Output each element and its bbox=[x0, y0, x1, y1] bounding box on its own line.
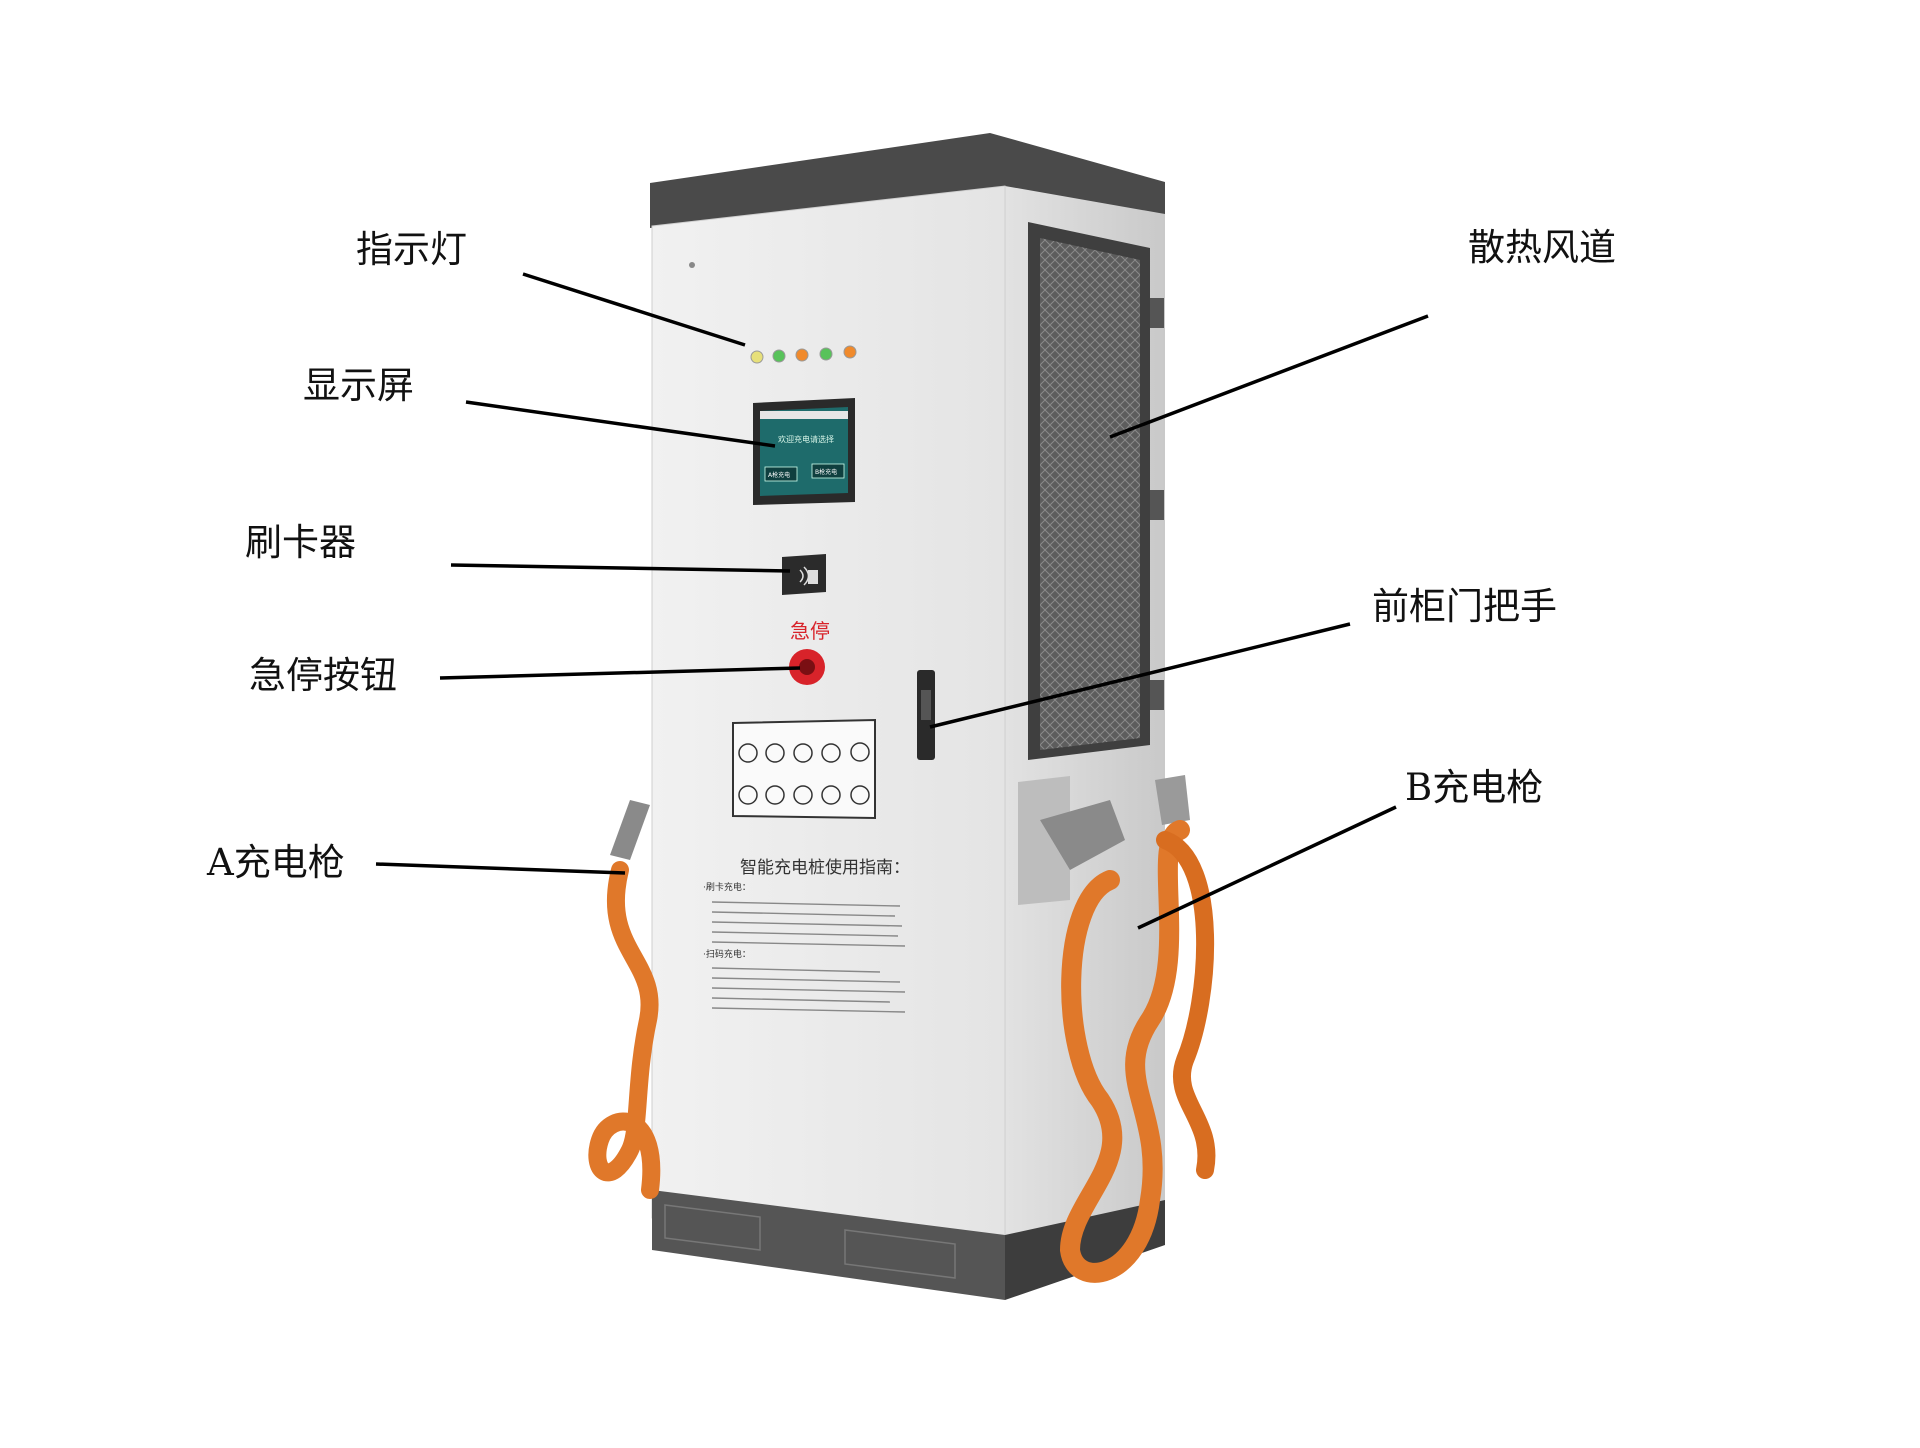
cabinet: 欢迎充电请选择 A枪充电 B枪充电 急停 bbox=[650, 133, 1165, 1300]
label-gun-b: B充电枪 bbox=[1405, 766, 1543, 809]
leader-card-reader bbox=[450, 563, 791, 573]
estop-caption: 急停 bbox=[790, 619, 830, 643]
indicator-light-2 bbox=[772, 349, 786, 363]
charging-gun-b bbox=[1040, 775, 1216, 1283]
guide-scan-section: ·扫码充电： bbox=[703, 948, 751, 960]
leader-heat-duct bbox=[1109, 314, 1429, 439]
indicator-light-5 bbox=[843, 345, 857, 359]
indicator-lights bbox=[750, 345, 857, 364]
instruction-icon-panel bbox=[732, 718, 876, 820]
leader-gun-a bbox=[375, 862, 626, 875]
leader-indicator-lights bbox=[522, 272, 746, 347]
usage-guide: 智能充电桩使用指南： ·刷卡充电： ·扫码充电： bbox=[703, 857, 910, 1013]
label-gun-a: A充电枪 bbox=[206, 841, 345, 884]
leader-gun-b bbox=[1137, 805, 1397, 930]
cabinet-top-cap bbox=[650, 133, 1165, 228]
screen-banner: 欢迎充电请选择 bbox=[778, 434, 834, 444]
display-screen: 欢迎充电请选择 A枪充电 B枪充电 bbox=[753, 398, 855, 505]
guide-card-section: ·刷卡充电： bbox=[703, 881, 751, 893]
label-indicator-lights: 指示灯 bbox=[356, 228, 467, 271]
label-heat-duct: 散热风道 bbox=[1468, 226, 1616, 269]
screen-button-a: A枪充电 bbox=[768, 471, 790, 479]
indicator-light-3 bbox=[795, 348, 809, 362]
indicator-light-4 bbox=[819, 347, 833, 361]
label-card-reader: 刷卡器 bbox=[245, 521, 356, 564]
front-door-handle bbox=[917, 670, 935, 760]
screen-button-b: B枪充电 bbox=[815, 468, 837, 476]
indicator-light-1 bbox=[750, 350, 764, 364]
leader-front-door-handle bbox=[929, 622, 1351, 729]
label-display-screen: 显示屏 bbox=[303, 364, 414, 407]
charging-gun-a bbox=[588, 800, 661, 1199]
emergency-stop: 急停 bbox=[789, 619, 830, 685]
leader-display-screen bbox=[465, 400, 776, 448]
card-reader bbox=[782, 554, 826, 595]
callouts: 指示灯 显示屏 刷卡器 急停按钮 A充电枪 散热风道 前柜门把手 B充电枪 bbox=[206, 226, 1616, 930]
guide-title: 智能充电桩使用指南： bbox=[740, 857, 910, 878]
label-front-door-handle: 前柜门把手 bbox=[1372, 585, 1557, 628]
leader-emergency-stop bbox=[439, 666, 801, 680]
label-emergency-stop: 急停按钮 bbox=[249, 654, 397, 697]
cabinet-plinth-side bbox=[1005, 1200, 1165, 1300]
